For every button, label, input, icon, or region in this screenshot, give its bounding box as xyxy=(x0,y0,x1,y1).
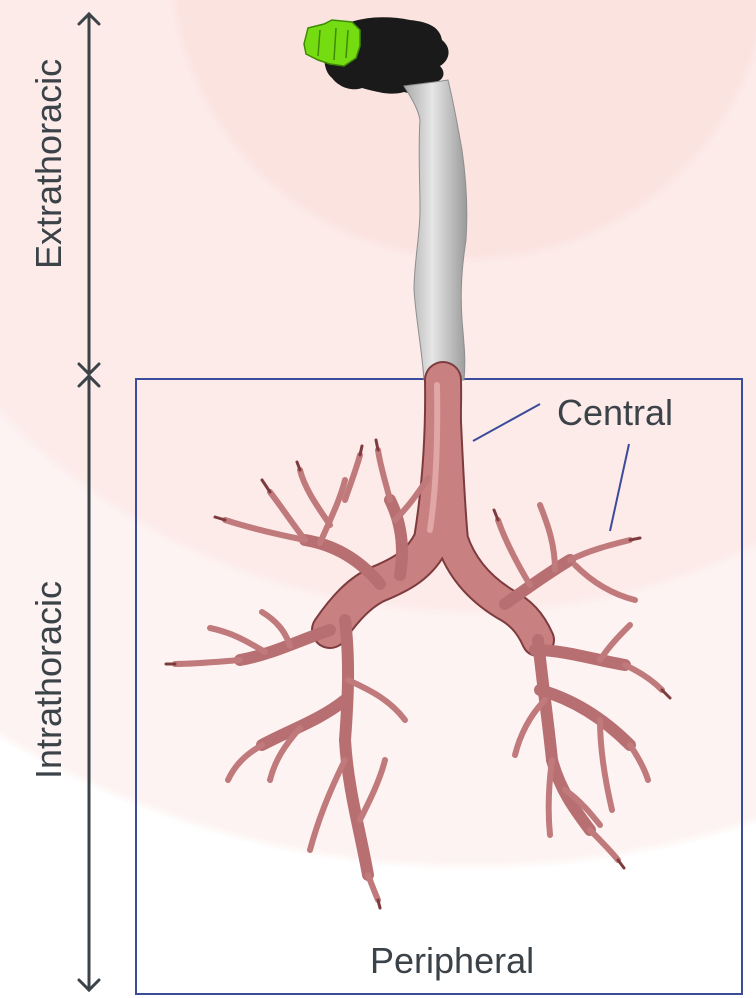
peripheral-label: Peripheral xyxy=(370,940,534,982)
central-label: Central xyxy=(557,392,673,434)
extrathoracic-label: Extrathoracic xyxy=(28,99,70,269)
intrathoracic-label: Intrathoracic xyxy=(28,567,70,793)
